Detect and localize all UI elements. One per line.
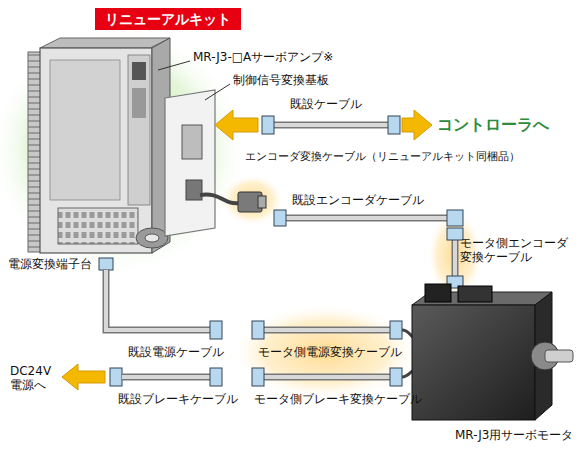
cable-label: 既設ブレーキケーブル [118, 392, 238, 406]
cable-label: 既設エンコーダケーブル [292, 193, 424, 207]
cable-label: 既設電源ケーブル [128, 345, 224, 359]
control-signal-board [165, 90, 215, 236]
servo-amplifier [28, 38, 170, 253]
cable-label: エンコーダ変換ケーブル（リニューアルキット同梱品） [245, 150, 520, 163]
yellow-arrow [402, 110, 432, 140]
existing-encoder-cable [274, 210, 463, 226]
part-label: 電源変換端子台 [8, 257, 92, 271]
cable-label: モータ側エンコーダ 変換ケーブル [460, 236, 575, 265]
kit-banner: リニューアルキット [95, 8, 241, 30]
leader-line [158, 61, 190, 70]
encoder-conversion-cable [200, 192, 266, 212]
part-label: MR-J3用サーボモータ [455, 428, 573, 442]
cable-label: モータ側ブレーキ変換ケーブル [254, 392, 422, 406]
motor-brake-conversion-cable [252, 368, 402, 386]
cable-label: 既設ケーブル [290, 97, 362, 111]
leader-line [205, 84, 230, 100]
part-label: 制御信号変換基板 [233, 73, 329, 87]
existing-cable [262, 116, 400, 134]
existing-brake-cable [110, 368, 222, 386]
yellow-arrow [215, 110, 258, 140]
servo-motor [412, 284, 573, 420]
existing-power-cable [99, 258, 222, 339]
motor-cable-glow [230, 304, 420, 400]
destination-label: コントローラへ [437, 115, 549, 134]
motor-power-conversion-cable [252, 321, 402, 339]
yellow-arrow [62, 364, 105, 390]
part-label: MR-J3-□Aサーボアンプ※ [193, 50, 333, 64]
cable-label: モータ側電源変換ケーブル [258, 345, 402, 359]
destination-label: DC24V 電源へ [10, 364, 56, 393]
